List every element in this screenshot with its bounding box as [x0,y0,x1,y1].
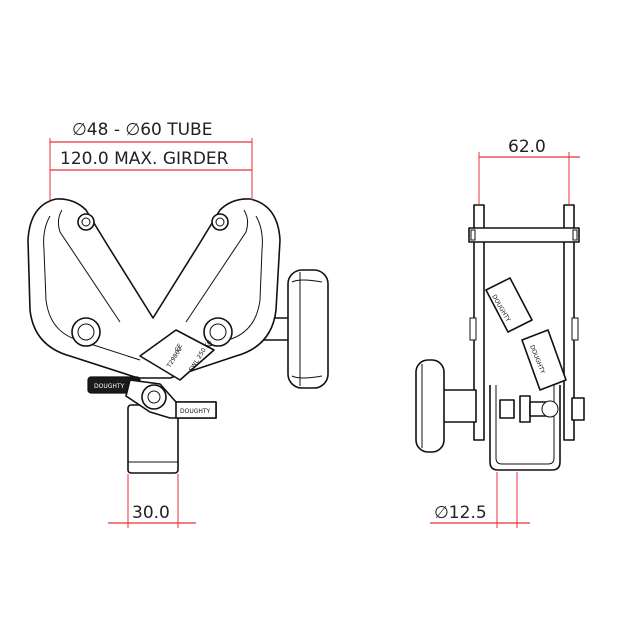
side-view: DOUGHTY DOUGHTY [415,204,585,471]
girder-max-label: 120.0 MAX. GIRDER [60,149,229,169]
dim-tube: ∅48 - ∅60 TUBE [49,120,253,200]
dim-girder: 120.0 MAX. GIRDER [50,149,252,171]
top-right-bolt [211,213,229,231]
tightening-knob [287,269,329,389]
side-bolt [499,395,585,423]
brand-back: DOUGHTY [180,408,211,415]
side-lever-b: DOUGHTY [521,329,567,391]
tube-range-label: ∅48 - ∅60 TUBE [72,120,212,140]
brand-front: DOUGHTY [94,383,125,390]
side-width-label: 62.0 [508,137,546,157]
top-left-bolt [77,213,95,231]
bottom-left-label: 30.0 [132,503,170,523]
dim-side-width: 62.0 [478,137,580,205]
ce-mark: CE [174,342,184,353]
middle-right-bolt [203,317,233,347]
side-knob [415,359,477,453]
front-view: CE T29860 SWL 250 Kg DOUGHTY DOUGHTY [27,198,329,474]
side-lever-a: DOUGHTY [485,277,533,333]
side-top-bar [468,227,580,243]
bolt-dia-label: ∅12.5 [434,503,487,523]
dim-bolt-dia: ∅12.5 [430,472,530,528]
dim-bottom-left: 30.0 [108,474,196,528]
lever-bar: DOUGHTY DOUGHTY [87,376,217,419]
middle-left-bolt [71,317,101,347]
